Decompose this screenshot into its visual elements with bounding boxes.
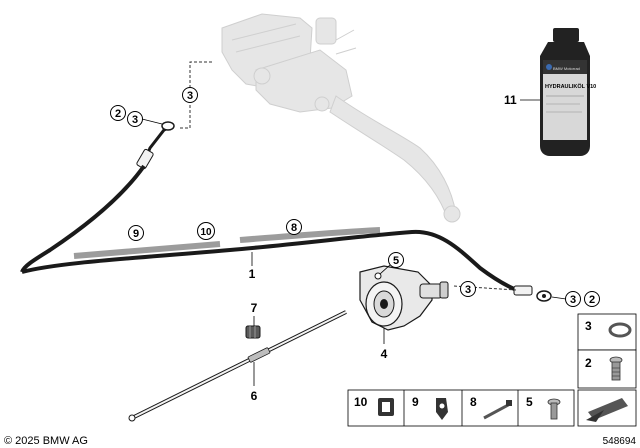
svg-text:3: 3 <box>132 114 138 126</box>
callout-10: 10 <box>197 222 215 240</box>
callout-3-lower-left: 3 <box>460 281 476 297</box>
svg-text:5: 5 <box>393 255 399 267</box>
label-1: 1 <box>249 267 256 281</box>
nut-part <box>245 325 261 339</box>
diagram-number: 548694 <box>603 436 637 447</box>
svg-text:2: 2 <box>115 108 121 120</box>
legend-label-9: 9 <box>412 395 419 409</box>
svg-text:2: 2 <box>589 294 595 306</box>
svg-text:8: 8 <box>291 222 297 234</box>
callout-3-lower-right: 3 <box>551 291 581 307</box>
brake-line <box>20 121 552 302</box>
push-rod <box>128 310 347 422</box>
legend-label-5: 5 <box>526 395 533 409</box>
legend-label-2: 2 <box>585 356 592 370</box>
hydraulic-oil-bottle: BMW Motorrad HYDRAULIKÖL V10 <box>540 28 596 156</box>
direction-arrow-icon <box>577 389 637 427</box>
legend-label-8: 8 <box>470 395 477 409</box>
bracket-clip-icon <box>436 398 448 420</box>
callout-3-master: 3 <box>182 87 198 103</box>
cable-tie-icon <box>483 400 512 420</box>
svg-text:3: 3 <box>187 90 193 102</box>
master-cylinder-ghost <box>221 13 461 223</box>
legend-bottom-row: 10 9 8 5 <box>347 389 575 427</box>
bottle-label: HYDRAULIKÖL V10 <box>545 83 596 90</box>
svg-text:9: 9 <box>133 228 139 240</box>
label-7: 7 <box>251 301 258 315</box>
svg-text:10: 10 <box>200 227 212 238</box>
svg-text:3: 3 <box>465 284 471 296</box>
label-4: 4 <box>381 347 388 361</box>
legend-label-3: 3 <box>585 319 592 333</box>
callout-2-upper: 2 <box>110 105 126 121</box>
bottle-brand-text: BMW Motorrad <box>553 66 580 71</box>
clip-icon <box>378 398 394 416</box>
slave-cylinder <box>359 265 449 331</box>
callout-9: 9 <box>128 225 144 241</box>
copyright-text: © 2025 BMW AG <box>4 435 88 447</box>
washer-icon <box>608 322 632 338</box>
label-6: 6 <box>251 389 258 403</box>
callout-3-upper: 3 <box>127 111 163 127</box>
label-11: 11 <box>504 93 517 107</box>
banjo-bolt-icon <box>609 356 623 381</box>
callout-5: 5 <box>379 252 404 275</box>
callout-8: 8 <box>286 219 302 235</box>
callout-2-lower: 2 <box>584 291 600 307</box>
legend-label-10: 10 <box>354 395 368 409</box>
legend-right-column: 3 2 <box>577 313 637 389</box>
screw-icon <box>547 398 561 420</box>
svg-text:3: 3 <box>570 294 576 306</box>
